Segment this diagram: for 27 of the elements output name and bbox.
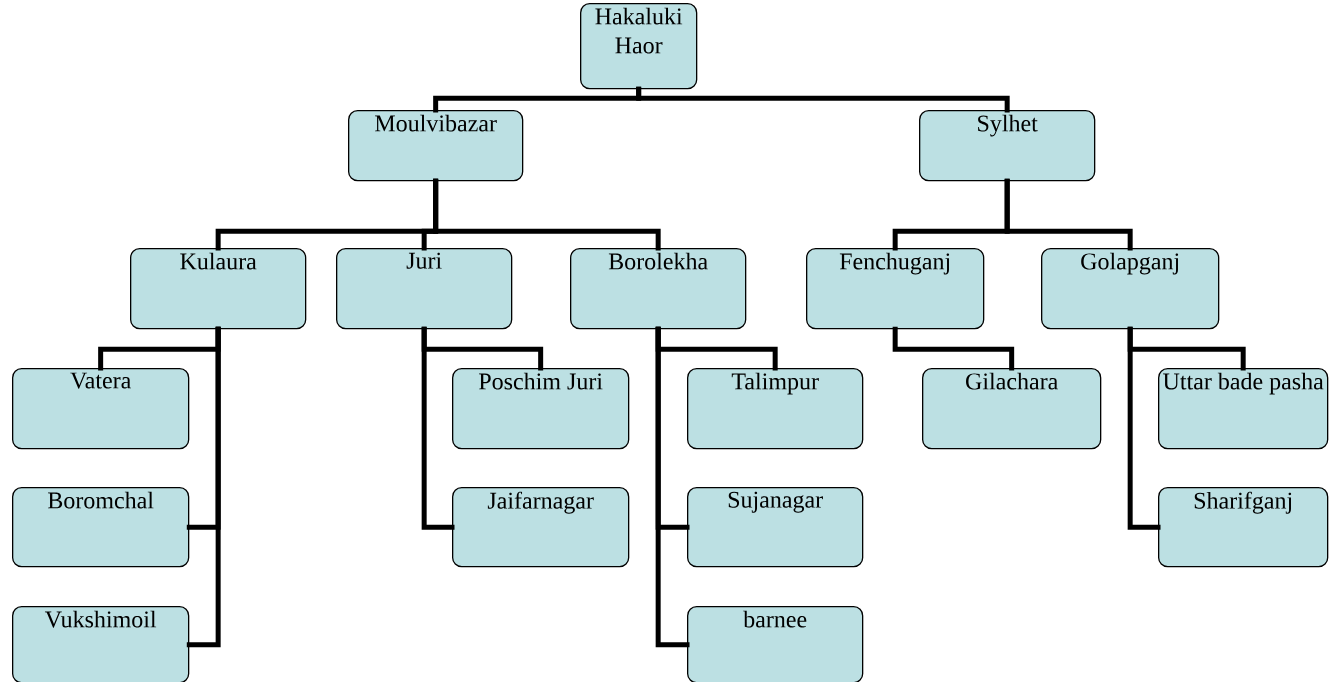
org-box: Juri (336, 248, 513, 330)
org-box: Hakaluki Haor (580, 3, 698, 90)
org-box: Vatera (12, 368, 190, 450)
org-box: Jaifarnagar (452, 487, 630, 568)
org-box: Vukshimoil (12, 606, 190, 682)
org-box: Kulaura (130, 248, 307, 330)
org-box: Uttar bade pasha (1158, 368, 1329, 450)
org-box: Gilachara (922, 368, 1102, 450)
org-box: Fenchuganj (806, 248, 985, 330)
connector-line (421, 326, 455, 530)
org-box: Sylhet (919, 110, 1096, 182)
connector-line (636, 86, 1010, 113)
org-box: Sharifganj (1158, 487, 1329, 568)
org-box: Borolekha (570, 248, 747, 330)
org-box: Talimpur (687, 368, 864, 450)
connector-line (433, 178, 661, 251)
connector-line (186, 326, 221, 648)
org-box: barnee (687, 606, 864, 682)
org-box: Moulvibazar (348, 110, 524, 182)
org-box: Golapganj (1041, 248, 1220, 330)
org-box: Poschim Juri (452, 368, 630, 450)
connector-line (892, 326, 1015, 371)
connector-line (655, 326, 690, 648)
org-box: Boromchal (12, 487, 190, 568)
org-box: Sujanagar (687, 487, 864, 568)
connector-line (1127, 326, 1161, 530)
connector-line (1004, 178, 1133, 251)
